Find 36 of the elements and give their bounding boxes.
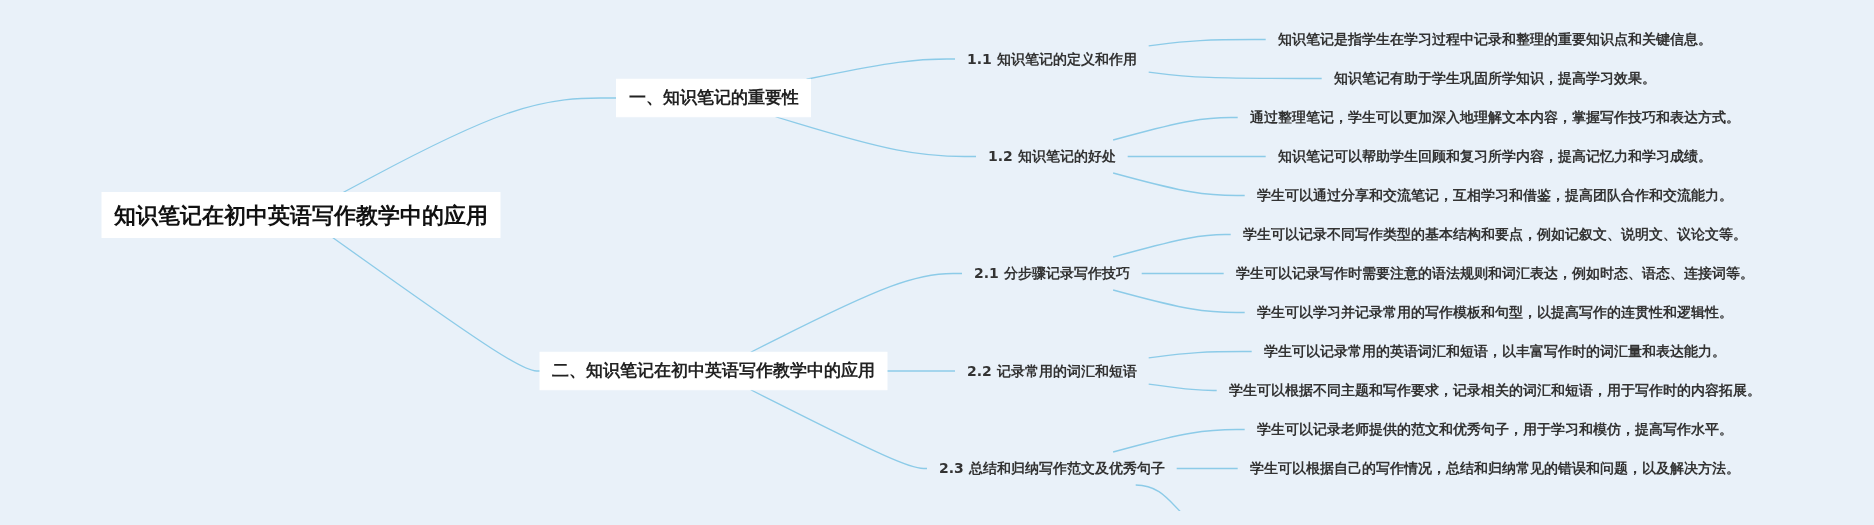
leaf-topic: 学生可以记录写作时需要注意的语法规则和词汇表达，例如时态、语态、连接词等。 [1235, 264, 1754, 281]
leaf-topic: 学生可以记录老师提供的范文和优秀句子，用于学习和模仿，提高写作水平。 [1256, 420, 1733, 437]
leaf-topic: 通过整理笔记，学生可以更加深入地理解文本内容，掌握写作技巧和表达方式。 [1249, 108, 1740, 125]
connector-line [1147, 70, 1322, 79]
leaf-topic: 知识笔记可以帮助学生回顾和复习所学内容，提高记忆力和学习成绩。 [1277, 147, 1712, 164]
connector-line [1112, 428, 1245, 453]
connector-line [1112, 116, 1238, 141]
connector-line [1112, 171, 1245, 196]
main-topic: 一、知识笔记的重要性 [615, 78, 811, 117]
leaf-topic: 学生可以通过分享和交流笔记，互相学习和借鉴，提高团队合作和交流能力。 [1256, 186, 1733, 203]
leaf-topic: 知识笔记有助于学生巩固所学知识，提高学习效果。 [1333, 69, 1656, 86]
leaf-topic: 学生可以根据不同主题和写作要求，记录相关的词汇和短语，用于写作时的内容拓展。 [1228, 381, 1761, 398]
leaf-topic: 学生可以记录常用的英语词汇和短语，以丰富写作时的词汇量和表达能力。 [1263, 342, 1726, 359]
leaf-topic: 知识笔记是指学生在学习过程中记录和整理的重要知识点和关键信息。 [1277, 30, 1712, 47]
connector-line [1147, 382, 1217, 391]
connector-line [1112, 233, 1231, 258]
leaf-topic: 学生可以根据自己的写作情况，总结和归纳常见的错误和问题，以及解决方法。 [1249, 459, 1740, 476]
subtopic: 2.1 分步骤记录写作技巧 [973, 264, 1130, 281]
main-topic: 二、知识笔记在初中英语写作教学中的应用 [539, 351, 888, 390]
connector-line [331, 236, 541, 372]
connector-line [1175, 467, 1238, 469]
leaf-topic: 学生可以学习并记录常用的写作模板和句型，以提高写作的连贯性和逻辑性。 [1256, 303, 1733, 320]
connector-line [1112, 288, 1245, 313]
subtopic: 1.2 知识笔记的好处 [987, 147, 1116, 164]
connector-line [1147, 350, 1252, 359]
connector-line [1126, 155, 1266, 157]
connector-line [1147, 38, 1266, 47]
subtopic: 2.2 记录常用的词汇和短语 [966, 362, 1137, 378]
subtopic: 1.1 知识笔记的定义和作用 [966, 50, 1137, 66]
connector-line [749, 388, 928, 469]
connector-line [342, 96, 617, 193]
connector-line [886, 369, 956, 372]
subtopic: 2.3 总结和归纳写作范文及优秀句子 [938, 459, 1165, 476]
leaf-topic: 学生可以记录不同写作类型的基本结构和要点，例如记叙文、说明文、议论文等。 [1242, 225, 1747, 242]
root-topic: 知识笔记在初中英语写作教学中的应用 [101, 191, 501, 238]
connector-line [1140, 272, 1224, 274]
